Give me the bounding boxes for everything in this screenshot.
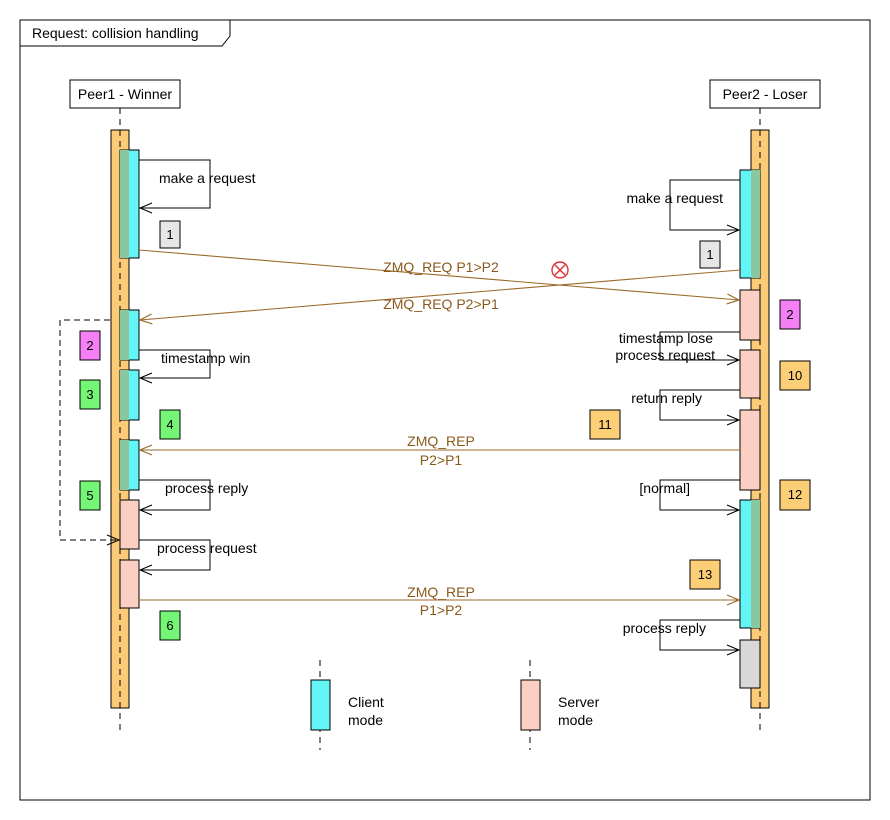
message-label-rep-p1-p2-direction: P1>P2	[420, 602, 463, 618]
legend-server-label: Server	[558, 694, 600, 710]
step-badge: 10	[779, 360, 811, 391]
message-label-rep-p1-p2: ZMQ_REP	[407, 584, 475, 600]
svg-text:10: 10	[788, 368, 802, 383]
peer2-label: Peer2 - Loser	[723, 86, 808, 102]
peer1-activation-process-reply	[119, 499, 140, 550]
message-req-p1-p2	[138, 249, 739, 300]
self-label-p2-return-reply: return reply	[631, 390, 702, 406]
frame-title-tab	[19, 19, 231, 47]
self-label-p1-make-request: make a request	[159, 170, 256, 186]
self-arrow-p1-process-request	[139, 539, 211, 570]
svg-text:3: 3	[86, 387, 93, 402]
legend-client-label-mode: mode	[348, 712, 383, 728]
svg-text:2: 2	[786, 307, 793, 322]
svg-text:1: 1	[706, 247, 713, 262]
svg-text:1: 1	[166, 227, 173, 242]
legend-server-label-mode: mode	[558, 712, 593, 728]
self-label-p2-make-request: make a request	[627, 190, 724, 206]
svg-text:11: 11	[598, 417, 612, 432]
self-arrow-p2-process-reply	[659, 619, 740, 650]
self-label-p1-process-request: process request	[157, 540, 257, 556]
peer1-activation-overlap	[120, 310, 129, 360]
step-badge: 13	[689, 559, 721, 590]
svg-text:6: 6	[166, 618, 173, 633]
svg-text:2: 2	[86, 338, 93, 353]
step-badge: 2	[79, 330, 101, 361]
dashed-loop-arrow	[59, 319, 119, 540]
step-badge: 4	[159, 409, 181, 440]
message-req-p2-p1	[140, 269, 741, 320]
peer2-activation-process-reply	[739, 639, 761, 689]
message-label-rep-p2-p1-direction: P2>P1	[420, 452, 463, 468]
self-label-p2-normal: [normal]	[639, 480, 690, 496]
legend-client-swatch	[310, 679, 331, 731]
self-arrow-p2-return-reply	[659, 389, 740, 420]
message-label-req-p1-p2: ZMQ_REQ P1>P2	[383, 259, 499, 275]
step-badge: 12	[779, 479, 811, 511]
legend-server-swatch	[520, 679, 541, 731]
peer2-activation-overlap	[751, 500, 760, 628]
peer1-activation-overlap	[120, 370, 129, 420]
svg-text:13: 13	[698, 567, 712, 582]
step-badge: 1	[159, 220, 181, 249]
peer2-activation-overlap	[751, 170, 760, 278]
self-label-p1-process-reply: process reply	[165, 480, 248, 496]
self-arrow-p1-process-reply	[139, 479, 211, 510]
peer2-activation-return-reply	[739, 409, 761, 491]
svg-text:5: 5	[86, 488, 93, 503]
self-arrow-p1-timestamp-win	[139, 349, 211, 378]
self-arrow-p2-normal	[659, 479, 740, 510]
peer2-activation-process-request	[739, 349, 761, 399]
step-badge: 6	[159, 610, 181, 641]
self-label-p2-process-reply: process reply	[623, 620, 706, 636]
peer2-activation-receive-request	[739, 289, 761, 341]
peer2-header[interactable]	[709, 79, 821, 109]
self-arrow-p1-make-request	[139, 159, 211, 208]
peer1-activation-overlap	[120, 440, 129, 490]
collision-x-icon	[551, 261, 569, 279]
self-label-p1-timestamp-win: timestamp win	[161, 350, 250, 366]
step-badge: 3	[79, 379, 101, 410]
self-label-p2-process-request: process request	[615, 347, 715, 363]
peer1-header[interactable]	[69, 79, 181, 109]
peer1-label: Peer1 - Winner	[78, 86, 172, 102]
step-badge: 2	[779, 299, 801, 330]
legend-client-label: Client	[348, 694, 384, 710]
svg-text:4: 4	[166, 417, 173, 432]
message-label-rep-p2-p1: ZMQ_REP	[407, 433, 475, 449]
step-badge: 5	[79, 480, 101, 511]
svg-text:12: 12	[788, 487, 802, 502]
self-arrow-p2-make-request	[669, 179, 740, 230]
self-arrow-p2-timestamp-lose	[659, 331, 740, 360]
step-badge: 1	[699, 240, 721, 269]
self-label-p2-timestamp-lose: timestamp lose	[619, 330, 713, 346]
peer1-activation-overlap	[120, 150, 129, 258]
peer1-activation-process-request	[119, 559, 140, 609]
step-badge: 11	[589, 409, 621, 440]
frame-title: Request: collision handling	[32, 25, 199, 41]
message-label-req-p2-p1: ZMQ_REQ P2>P1	[383, 296, 499, 312]
